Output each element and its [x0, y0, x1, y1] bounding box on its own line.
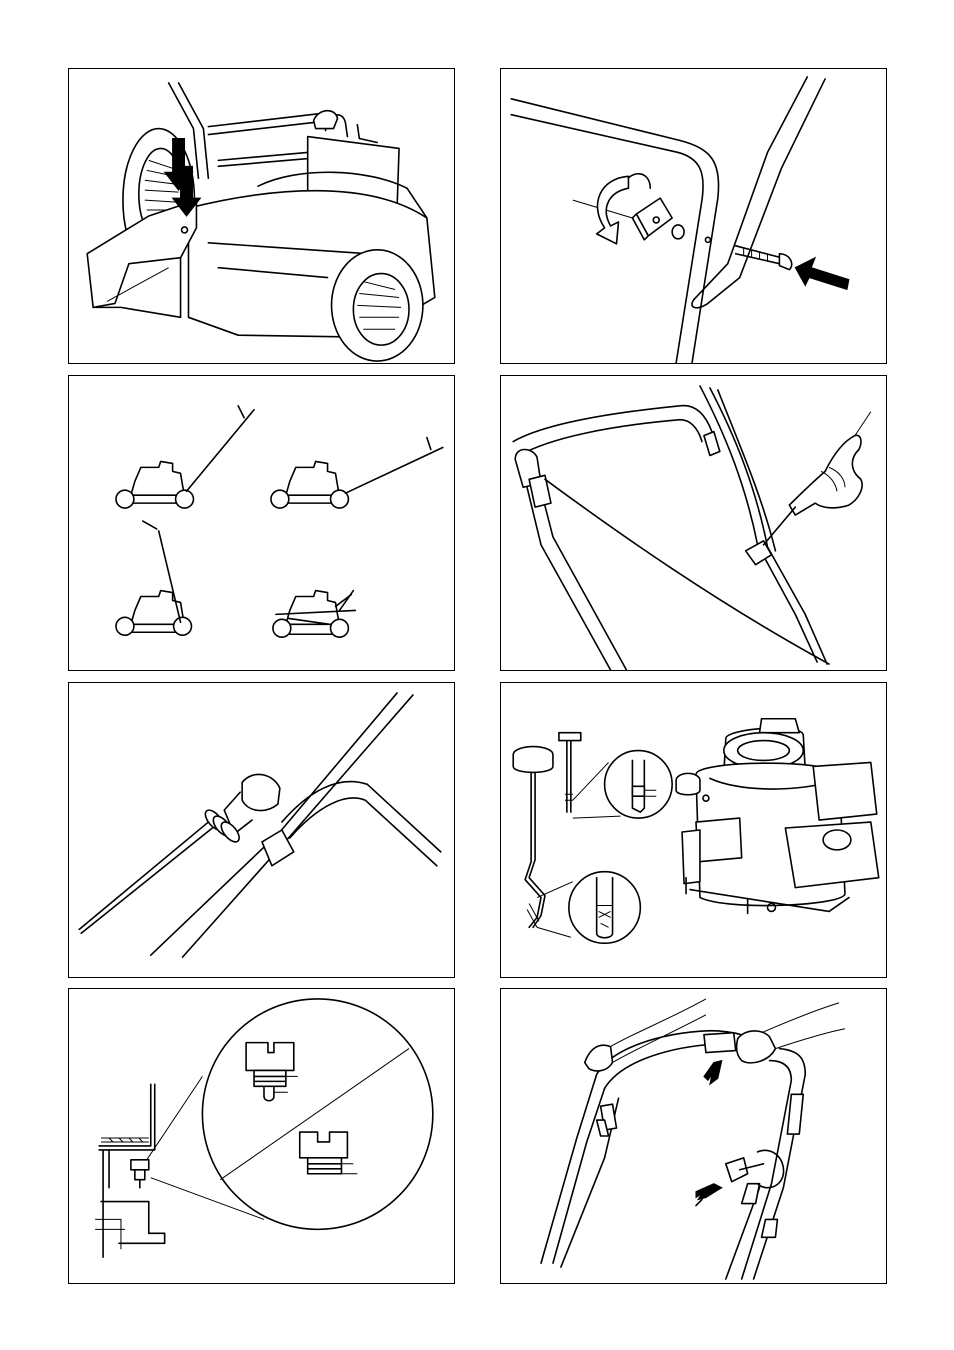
handle-position-2 — [271, 438, 443, 509]
figure-4-cable-guide — [500, 375, 887, 671]
handle-position-3 — [116, 521, 191, 635]
figure-5-cable-on-handle — [68, 682, 455, 978]
handle-position-1 — [116, 406, 254, 508]
figure-8-drawing — [501, 989, 886, 1283]
figure-3-drawing — [69, 376, 454, 670]
figure-2-handle-bolt — [500, 68, 887, 364]
figure-8-operating-handle — [500, 988, 887, 1284]
figure-2-drawing — [501, 69, 886, 363]
figure-6-drawing — [501, 683, 886, 977]
figure-4-drawing — [501, 376, 886, 670]
figure-3-handle-positions — [68, 375, 455, 671]
handle-position-4 — [273, 591, 355, 638]
figure-5-drawing — [69, 683, 454, 977]
figure-7-spark-plug — [68, 988, 455, 1284]
figure-6-oil-dipstick — [500, 682, 887, 978]
figure-1-drawing — [69, 69, 454, 363]
figure-7-drawing — [69, 989, 454, 1283]
figure-1-grass-catcher — [68, 68, 455, 364]
